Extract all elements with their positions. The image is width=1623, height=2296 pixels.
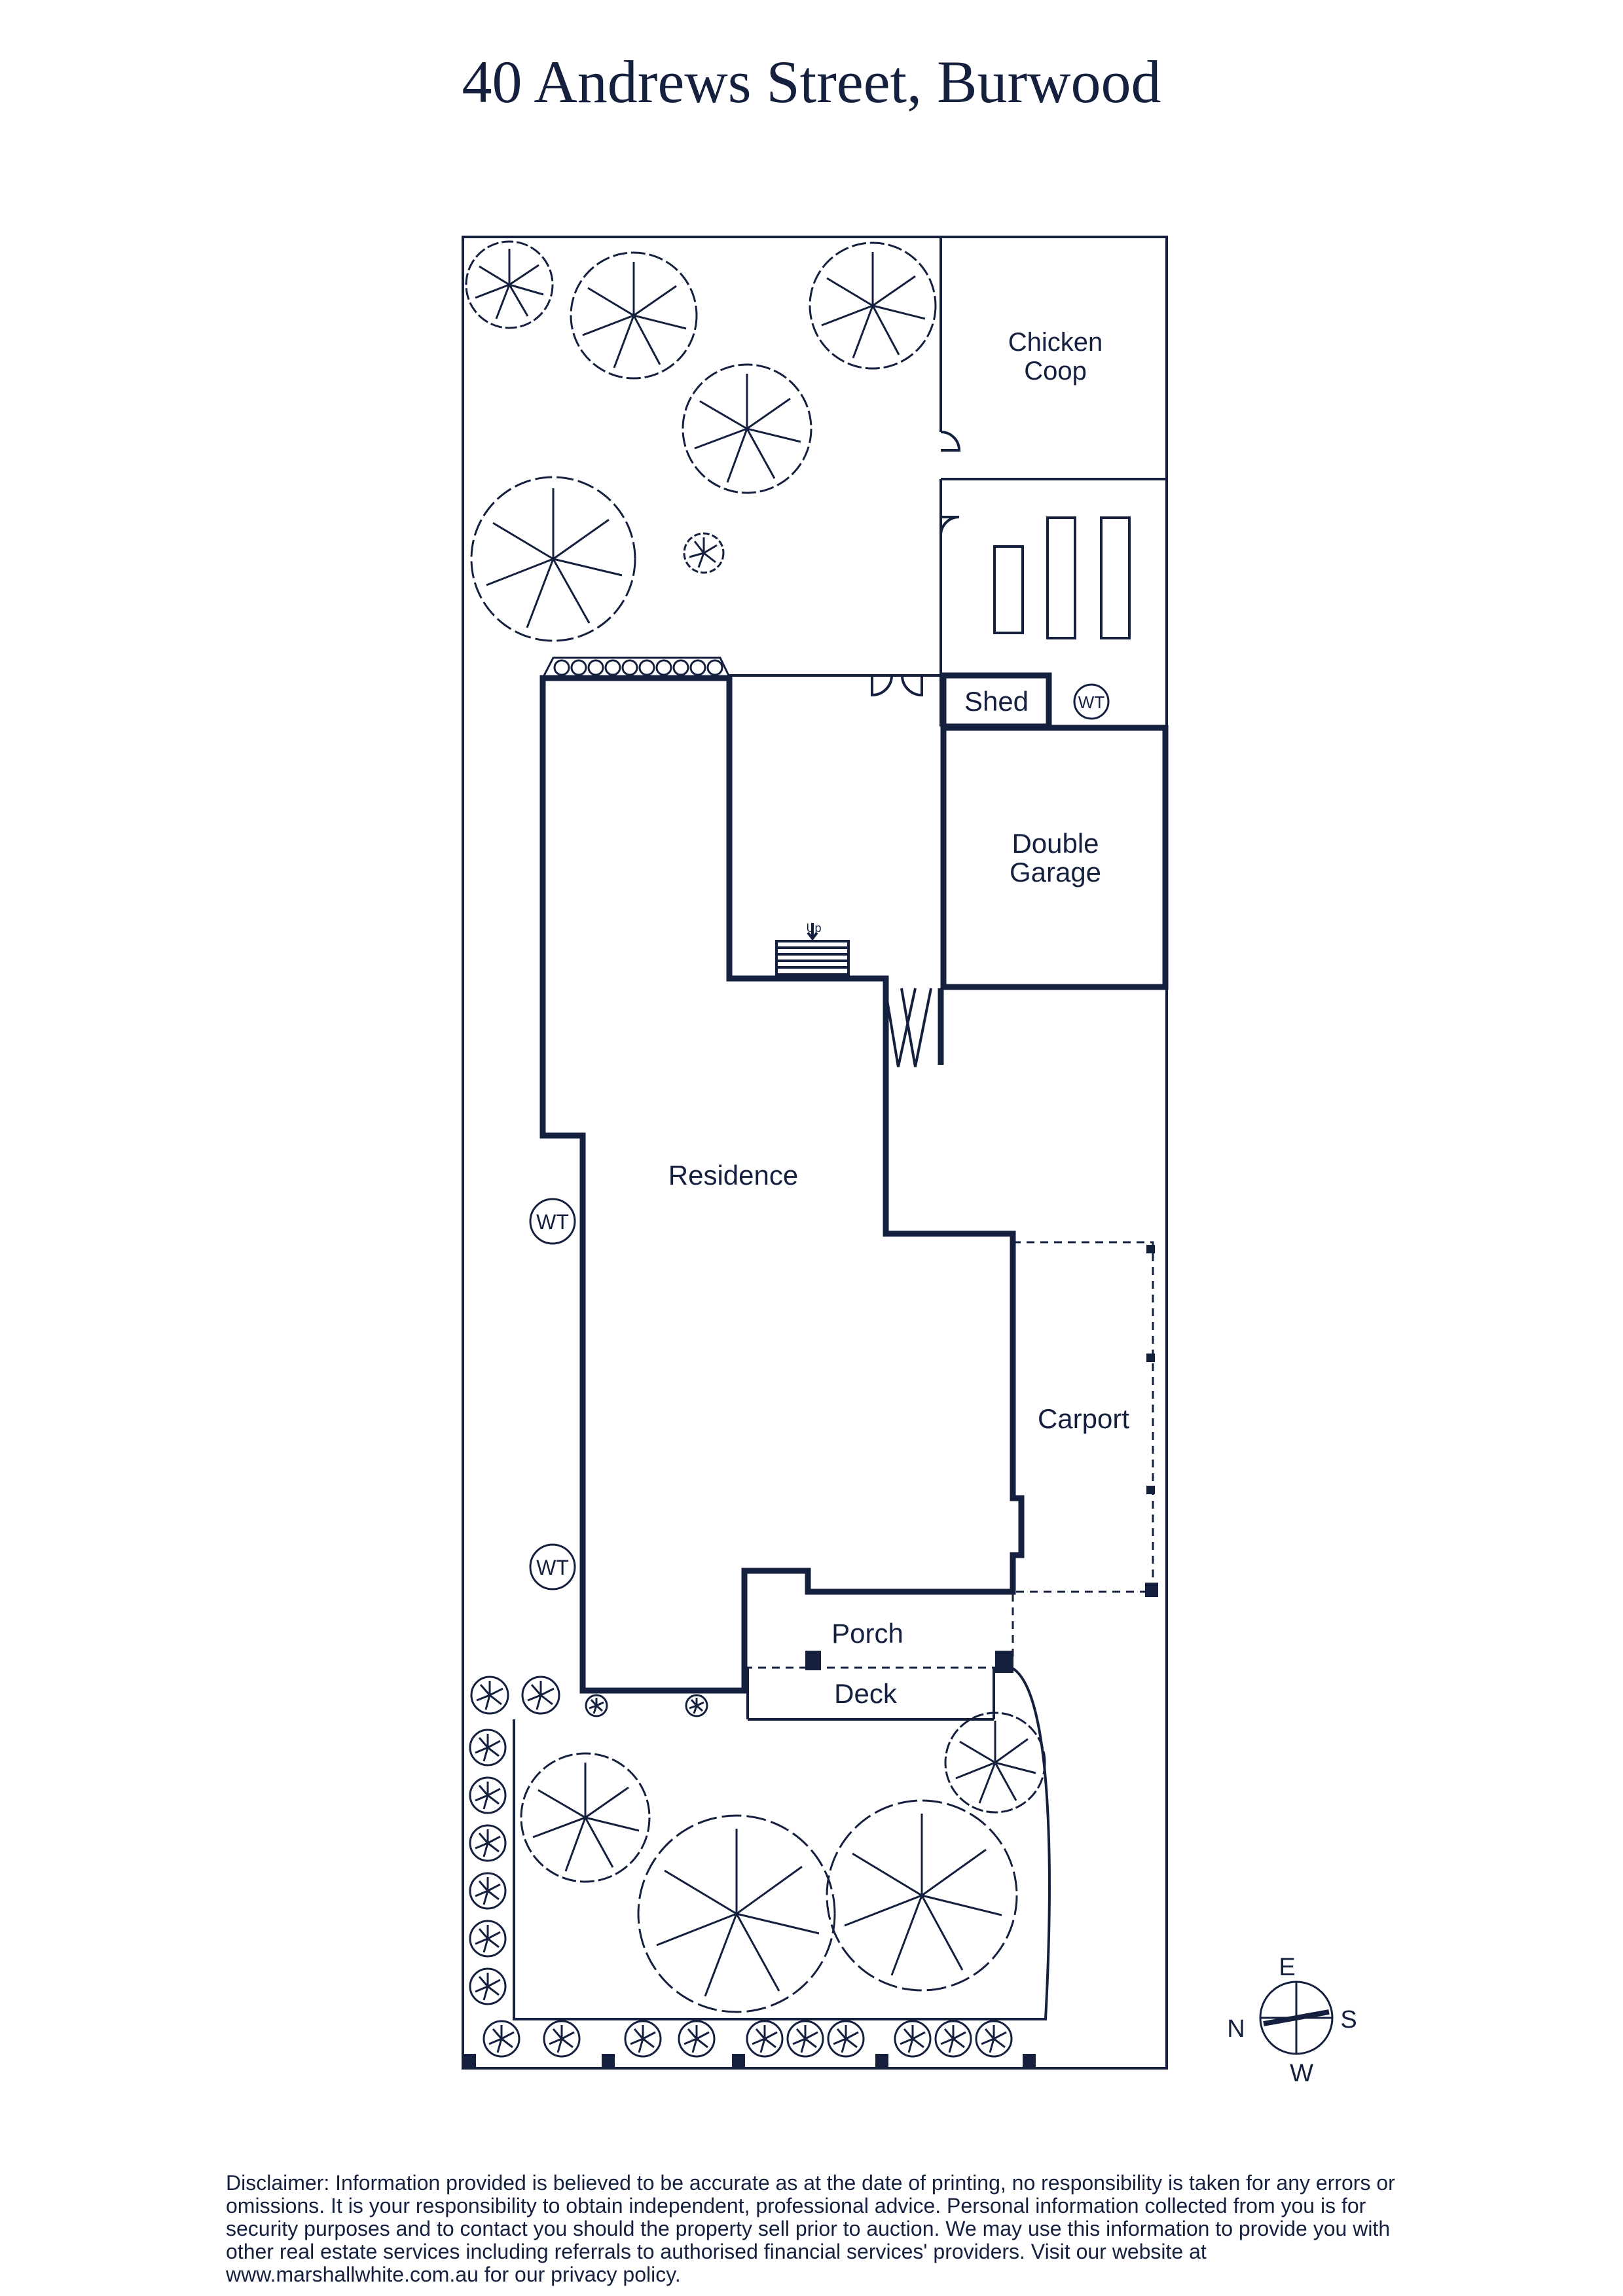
room-label-double-garage: Double — [1012, 828, 1099, 859]
tree-icon — [470, 476, 636, 642]
room-label-porch: Porch — [831, 1618, 903, 1649]
trees — [465, 240, 1046, 2013]
tree-icon — [465, 240, 554, 329]
tree-icon — [520, 1752, 651, 1883]
compass-icon — [1259, 1981, 1334, 2055]
residence-walls — [539, 675, 1025, 1694]
water-tank-label: WT — [536, 1210, 569, 1234]
carport-outline — [1013, 1241, 1154, 1593]
compass-label-e: E — [1279, 1954, 1295, 1981]
compass-label-w: W — [1290, 2060, 1313, 2087]
stairs-label: Up — [806, 922, 821, 935]
disclaimer: Disclaimer: Information provided is beli… — [226, 2171, 1395, 2286]
tree-icon — [809, 242, 937, 370]
tree-icon — [682, 363, 812, 494]
room-label-double-garage: Garage — [1010, 857, 1101, 888]
water-tank-icon — [1073, 683, 1110, 720]
tree-icon — [944, 1712, 1046, 1814]
water-tank-icon — [529, 1198, 576, 1245]
page-title: 40 Andrews Street, Burwood — [462, 48, 1161, 115]
hedge-top — [542, 656, 731, 677]
room-label-chicken-coop: Coop — [1024, 357, 1087, 386]
room-label-residence: Residence — [668, 1160, 798, 1191]
room-label-deck: Deck — [834, 1678, 898, 1709]
water-tank-label: WT — [1078, 692, 1105, 712]
water-tank-label: WT — [536, 1556, 569, 1579]
tree-icon — [570, 251, 698, 380]
room-label-shed: Shed — [964, 686, 1029, 717]
shrubs — [469, 1676, 1013, 2058]
room-label-chicken-coop: Chicken — [1008, 328, 1103, 357]
double-garage-walls — [940, 725, 1169, 990]
compass-label-s: S — [1340, 2006, 1357, 2034]
room-label-carport: Carport — [1038, 1403, 1129, 1434]
tree-icon — [637, 1814, 836, 2013]
lot-boundary — [462, 236, 1168, 2070]
tree-icon — [826, 1799, 1018, 1992]
water-tank-icon — [529, 1543, 576, 1590]
front-garden-bed — [513, 1666, 1051, 2020]
stairs — [775, 940, 850, 976]
shed-walls — [940, 672, 1052, 730]
tree-icon — [683, 532, 725, 574]
compass-label-n: N — [1227, 2015, 1245, 2043]
